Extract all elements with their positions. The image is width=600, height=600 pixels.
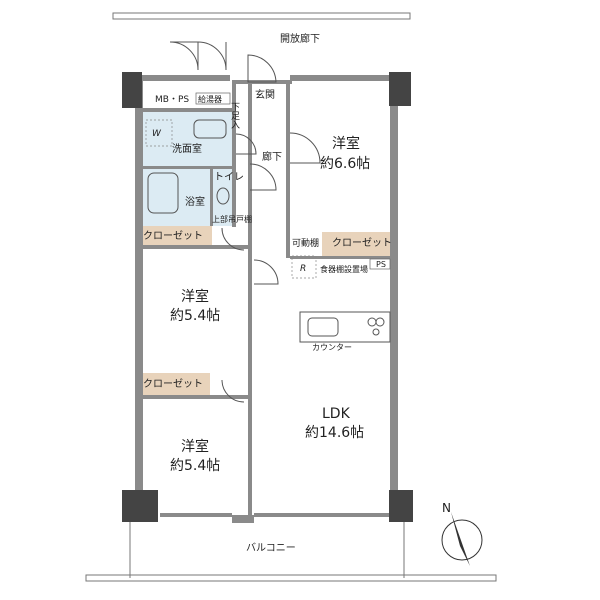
- north-label: N: [442, 501, 451, 515]
- bathroom-area: [140, 166, 210, 226]
- wall-top-right: [290, 75, 395, 81]
- corridor-label: 開放廊下: [280, 32, 320, 45]
- toilet-door[interactable]: [249, 163, 277, 191]
- ldk-name: LDK: [322, 406, 351, 422]
- western-1-size: 約6.6帖: [320, 156, 370, 172]
- toilet-label: トイレ: [214, 172, 244, 183]
- western-2-name: 洋室: [181, 288, 209, 305]
- stove-burner-2: [375, 317, 385, 327]
- hallway-label: 廊下: [262, 150, 282, 163]
- wall-closet-2: [290, 256, 390, 259]
- counter-label: カウンター: [312, 343, 352, 352]
- balcony-label: バルコニー: [246, 542, 296, 554]
- washroom-label: 洗面室: [172, 142, 202, 155]
- western-3-name: 洋室: [181, 438, 209, 455]
- wall-left: [135, 75, 143, 515]
- wall-wash-hall: [232, 82, 236, 227]
- closet-1-area: [140, 226, 212, 246]
- balcony-rail: [85, 574, 497, 582]
- bathroom-label: 浴室: [185, 195, 205, 208]
- front-door[interactable]: [247, 54, 277, 83]
- wash-basin: [193, 119, 227, 139]
- closet-3-label: クローゼット: [143, 378, 203, 390]
- column-top-right: [389, 72, 411, 106]
- wall-bottom-right: [254, 513, 394, 517]
- western-2-door[interactable]: [221, 227, 245, 251]
- wall-bottom-mid: [232, 515, 254, 523]
- western-3-door[interactable]: [221, 379, 245, 403]
- wall-hall-left: [248, 82, 252, 522]
- pantry-label: 食器棚設置場: [320, 264, 368, 274]
- western-3-size: 約5.4帖: [170, 458, 220, 474]
- closet-2-label: クローゼット: [332, 237, 392, 249]
- entrance-door-left[interactable]: [169, 41, 199, 71]
- stove-burner-3: [372, 328, 380, 336]
- wall-bottom-left: [160, 513, 232, 517]
- shoe-box-label: 下足入: [229, 102, 240, 129]
- compass-circle: [441, 519, 483, 561]
- toilet-shelf-label: 上部吊戸棚: [212, 214, 252, 224]
- closet-2-area: [322, 232, 394, 256]
- wall-hall-right: [286, 82, 290, 258]
- wall-closet-1: [140, 245, 250, 249]
- toilet-area: [210, 166, 236, 226]
- column-bottom-left: [122, 490, 158, 522]
- entrance-door-right[interactable]: [197, 41, 227, 71]
- corridor-edge: [112, 12, 411, 20]
- ps-box: [369, 258, 391, 270]
- kitchen-sink: [307, 317, 339, 337]
- entrance-label: 玄関: [255, 88, 275, 101]
- wall-right: [390, 80, 398, 515]
- washer-mark: W: [152, 129, 162, 139]
- wall-mb-ps: [140, 108, 235, 112]
- washer-space: [145, 119, 173, 147]
- fridge-space: [291, 255, 317, 279]
- water-heater-label: 給湯器: [198, 94, 222, 104]
- closet-3-area: [140, 373, 210, 395]
- wall-top-left: [135, 75, 230, 81]
- western-1-name: 洋室: [332, 135, 360, 152]
- wall-closet-3: [140, 395, 250, 399]
- column-bottom-right: [389, 490, 413, 522]
- closet-1-label: クローゼット: [143, 230, 203, 242]
- washroom-door[interactable]: [235, 133, 257, 155]
- movable-shelf-label: 可動棚: [292, 237, 319, 249]
- column-top-left: [122, 72, 142, 108]
- water-heater-box: [195, 92, 231, 105]
- fridge-mark: R: [300, 264, 306, 274]
- wall-wash-bath: [140, 166, 236, 169]
- wall-bath-toilet: [210, 166, 213, 226]
- mb-ps-label: MB・PS: [155, 95, 189, 105]
- western-2-size: 約5.4帖: [170, 308, 220, 324]
- bathtub: [147, 172, 179, 214]
- north-arrow-icon: [451, 512, 470, 566]
- ldk-door[interactable]: [253, 259, 279, 285]
- toilet-bowl: [216, 187, 230, 205]
- ldk-size: 約14.6帖: [305, 425, 364, 441]
- western-1-door[interactable]: [289, 132, 321, 164]
- washroom-area: [140, 112, 236, 166]
- ps-label: PS: [376, 260, 386, 269]
